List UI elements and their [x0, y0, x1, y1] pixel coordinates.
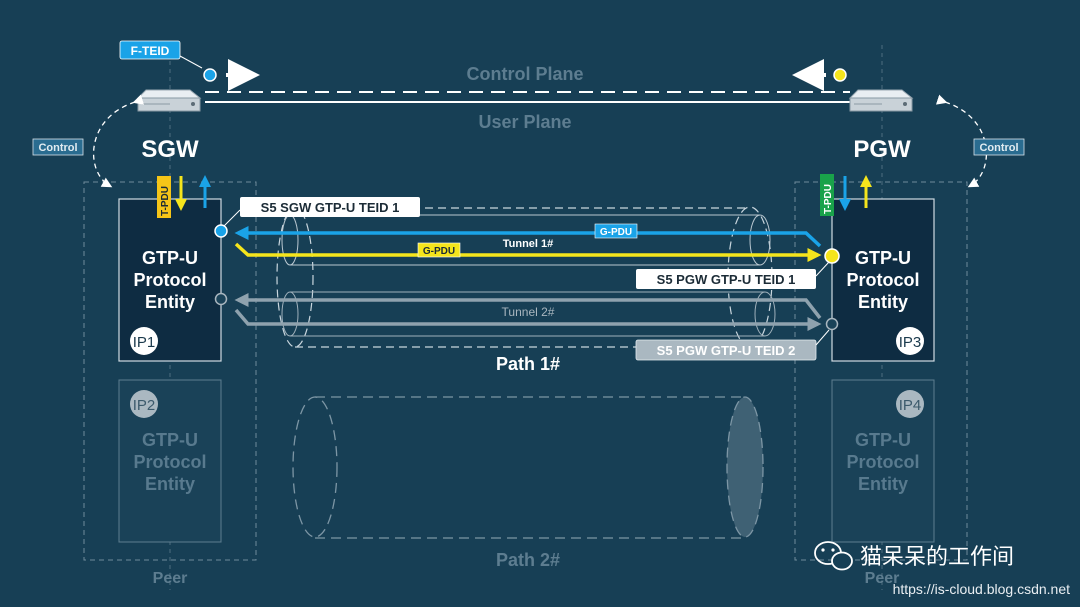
control-plane-label: Control Plane: [466, 64, 583, 84]
tunnel2-lower-flow: [234, 308, 822, 331]
fteid-label: F-TEID: [131, 44, 170, 58]
entity-line3: Entity: [145, 474, 195, 494]
ip2-label: IP2: [133, 397, 156, 414]
entity-line3: Entity: [145, 292, 195, 312]
gpdu-blue-label: G-PDU: [600, 227, 632, 238]
pgw-teid1-pointer: [815, 261, 830, 277]
tpdu-badge-right: [820, 174, 834, 216]
pgw-tunnel2-endpoint: [825, 317, 839, 331]
gpdu-blue-badge: [594, 223, 638, 239]
path2-label: Path 2#: [496, 550, 560, 570]
user-plane-label: User Plane: [478, 112, 571, 132]
pgw-label: PGW: [853, 136, 911, 163]
sgw-tunnel2-endpoint: [214, 292, 228, 306]
entity-text-ip3: GTP-U Protocol Entity: [846, 248, 919, 312]
control-label-left: Control: [38, 142, 77, 154]
path2-cylinder: [292, 396, 764, 539]
entity-line2: Protocol: [846, 452, 919, 472]
control-label-right: Control: [979, 142, 1018, 154]
path1-label: Path 1#: [496, 354, 560, 374]
sgw-teid1-endpoint: [214, 224, 228, 238]
control-arc-left: [92, 94, 145, 188]
sgw-teid1-callout: [240, 197, 420, 217]
entity-text-ip2: GTP-U Protocol Entity: [133, 430, 206, 494]
ip3-badge: [896, 327, 924, 355]
pgw-teid2-pointer: [815, 329, 830, 346]
entity-line1: GTP-U: [855, 430, 911, 450]
sgw-teid1-pointer: [223, 209, 241, 227]
entity-line2: Protocol: [133, 270, 206, 290]
entity-line1: GTP-U: [142, 430, 198, 450]
ip3-label: IP3: [899, 334, 922, 351]
entity-line3: Entity: [858, 474, 908, 494]
control-badge-left: [32, 138, 84, 156]
pgw-server-icon: [848, 89, 914, 112]
entity-line2: Protocol: [846, 270, 919, 290]
tpdu-badge-left: [157, 176, 171, 218]
sgw-fteid-dot: [203, 68, 217, 82]
pgw-teid1-label: S5 PGW GTP-U TEID 1: [657, 272, 796, 287]
entity-line3: Entity: [858, 292, 908, 312]
peer-label-right: Peer: [865, 570, 900, 587]
gpdu-yellow-label: G-PDU: [423, 246, 455, 257]
entity-text-ip4: GTP-U Protocol Entity: [846, 430, 919, 494]
fteid-badge: [119, 40, 181, 60]
control-arc-right: [935, 94, 988, 188]
watermark-name: 猫呆呆的工作间: [860, 545, 1014, 570]
tunnel1-label: Tunnel 1#: [503, 238, 554, 250]
sgw-teid1-label: S5 SGW GTP-U TEID 1: [261, 200, 400, 215]
sgw-server-icon: [136, 89, 202, 112]
tpdu-label-left: T-PDU: [160, 186, 171, 216]
pgw-fteid-dot: [833, 68, 847, 82]
gpdu-blue-flow: [234, 226, 822, 248]
tunnel2-tube: [281, 291, 776, 337]
gpdu-yellow-badge: [417, 242, 461, 258]
fteid-pointer: [179, 55, 203, 69]
entity-line2: Protocol: [133, 452, 206, 472]
tunnel2-label: Tunnel 2#: [502, 305, 555, 319]
sgw-label: SGW: [141, 136, 199, 163]
ip1-badge: [130, 327, 158, 355]
ip2-badge: [130, 390, 158, 418]
control-badge-right: [973, 138, 1025, 156]
wechat-icon: [814, 541, 853, 571]
pgw-teid2-callout: [635, 339, 817, 361]
entity-line1: GTP-U: [142, 248, 198, 268]
ip1-label: IP1: [133, 334, 156, 351]
pgw-teid2-label: S5 PGW GTP-U TEID 2: [657, 343, 796, 358]
tpdu-label-right: T-PDU: [823, 184, 834, 214]
ip4-badge: [896, 390, 924, 418]
ip4-label: IP4: [899, 397, 922, 414]
watermark-url: https://is-cloud.blog.csdn.net: [893, 581, 1071, 597]
entity-text-ip1: GTP-U Protocol Entity: [133, 248, 206, 312]
peer-label-left: Peer: [153, 570, 188, 587]
entity-line1: GTP-U: [855, 248, 911, 268]
peer-region-right: [794, 181, 968, 561]
tunnel2-upper-flow: [234, 293, 822, 320]
pgw-teid1-callout: [636, 269, 816, 289]
gpdu-yellow-flow: [234, 242, 822, 262]
pgw-teid1-endpoint: [824, 248, 840, 264]
